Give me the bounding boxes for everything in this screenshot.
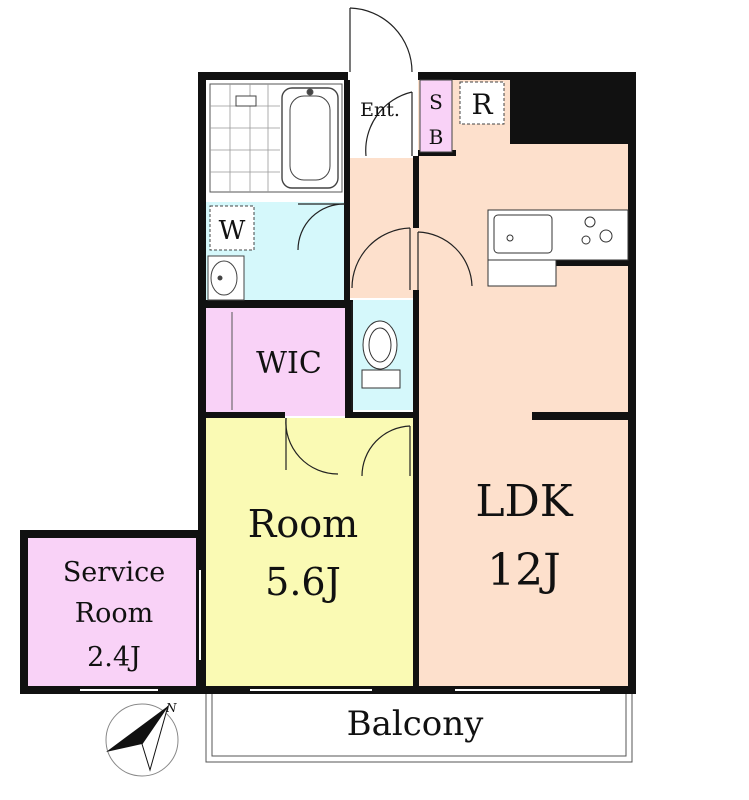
windows [80,570,600,691]
refrigerator-label: R [471,88,493,121]
wic-floor [205,308,345,416]
entrance-label: Ent. [360,99,400,121]
compass-arrow-icon [106,706,168,752]
balcony [205,694,633,763]
compass: N [105,701,179,777]
service-room-name-line2: Room [75,598,153,629]
compass-north-label: N [165,701,177,715]
shoe-box-label-s: S [429,90,443,114]
service-room-size: 2.4J [87,642,141,673]
room-floor [205,418,418,688]
kitchen-counter [487,209,629,287]
ldk-floor [418,78,632,688]
washer-space [209,205,255,251]
shoe-box-label-b: B [429,125,444,149]
wash-basin [207,255,245,301]
doors [285,7,473,477]
shoe-box [419,79,453,153]
toilet [361,320,401,389]
interior-walls [205,80,632,690]
refrigerator-space [459,81,505,125]
room-size: 5.6J [265,560,341,604]
bath-area [209,83,343,193]
wic-label: WIC [256,346,322,381]
service-room-name-line1: Service [63,557,165,588]
balcony-label: Balcony [347,704,485,744]
service-room-floor [28,536,200,688]
washer-label: W [219,216,246,246]
ldk-size: 12J [487,545,561,596]
room-name: Room [248,502,358,546]
ldk-name: LDK [475,476,573,527]
